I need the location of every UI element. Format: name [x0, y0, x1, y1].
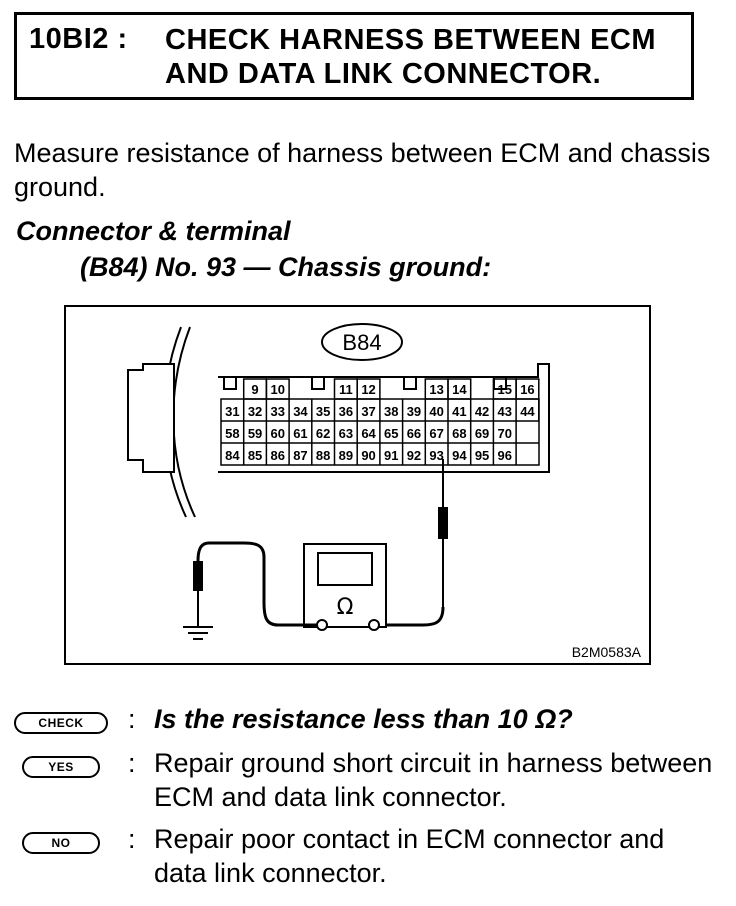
terminal-65: 65	[384, 426, 398, 441]
terminal-63: 63	[339, 426, 353, 441]
yes-answer: Repair ground short circuit in harness b…	[154, 748, 713, 812]
yes-badge: YES	[22, 756, 100, 778]
terminal-95: 95	[475, 448, 489, 463]
terminal-61: 61	[293, 426, 307, 441]
terminal-38: 38	[384, 404, 398, 419]
no-answer: Repair poor contact in ECM connector and…	[154, 824, 665, 888]
terminal-70: 70	[498, 426, 512, 441]
connector-heading: Connector & terminal	[16, 216, 291, 246]
terminal-36: 36	[339, 404, 353, 419]
terminal-42: 42	[475, 404, 489, 419]
step-title: CHECK HARNESS BETWEEN ECM AND DATA LINK …	[165, 23, 656, 91]
terminal-43: 43	[498, 404, 512, 419]
terminal-44: 44	[520, 404, 535, 419]
terminal-9: 9	[251, 382, 258, 397]
figure-id: B2M0583A	[572, 644, 642, 660]
terminal-64: 64	[361, 426, 376, 441]
terminal-41: 41	[452, 404, 466, 419]
terminal-86: 86	[271, 448, 285, 463]
terminal-34: 34	[293, 404, 308, 419]
terminal-16-box	[515, 378, 540, 400]
terminal-88: 88	[316, 448, 330, 463]
wiring-diagram-svg: 9 10 11 12 13 14 15 16 31 32 33 34 35 36 37 38 39 40 41 42 4…	[127, 323, 642, 660]
terminal-62: 62	[316, 426, 330, 441]
no-badge: NO	[22, 832, 100, 854]
terminal-68: 68	[452, 426, 466, 441]
step-code: 10BI2 :	[29, 23, 128, 55]
terminal-59: 59	[248, 426, 262, 441]
terminal-60: 60	[271, 426, 285, 441]
check-question: Is the resistance less than 10 Ω?	[154, 704, 573, 734]
terminal-11: 11	[339, 382, 353, 397]
terminal-16: 16	[520, 382, 534, 397]
terminal-40: 40	[429, 404, 443, 419]
terminal-58: 58	[225, 426, 239, 441]
terminal-10: 10	[271, 382, 285, 397]
wiring-diagram: 9 10 11 12 13 14 15 16 31 32 33 34 35 36 37 38 39 40 41 42 4…	[64, 305, 651, 665]
terminal-66: 66	[407, 426, 421, 441]
check-colon: :	[128, 704, 136, 734]
terminal-39: 39	[407, 404, 421, 419]
terminal-90: 90	[361, 448, 375, 463]
terminal-69: 69	[475, 426, 489, 441]
terminal-14-box	[447, 378, 472, 400]
terminal-31: 31	[225, 404, 239, 419]
yes-colon: :	[128, 748, 136, 778]
connector-spec: (B84) No. 93 — Chassis ground:	[80, 252, 492, 282]
terminal-37: 37	[361, 404, 375, 419]
terminal-85: 85	[248, 448, 262, 463]
no-colon: :	[128, 824, 136, 854]
terminal-96: 96	[498, 448, 512, 463]
terminal-13: 13	[429, 382, 443, 397]
ohm-symbol: Ω	[337, 595, 354, 620]
terminal-91: 91	[384, 448, 398, 463]
terminal-32: 32	[248, 404, 262, 419]
step-title-line-2: AND DATA LINK CONNECTOR.	[165, 58, 602, 90]
terminal-33: 33	[271, 404, 285, 419]
terminal-35: 35	[316, 404, 330, 419]
step-title-line-1: CHECK HARNESS BETWEEN ECM	[165, 24, 657, 56]
terminal-89: 89	[339, 448, 353, 463]
terminal-94: 94	[452, 448, 467, 463]
terminal-10-box	[265, 378, 290, 400]
terminal-14: 14	[452, 382, 467, 397]
check-badge: CHECK	[14, 712, 108, 734]
terminal-93: 93	[429, 448, 443, 463]
terminal-12-box	[356, 378, 381, 400]
terminal-84: 84	[225, 448, 240, 463]
terminal-12: 12	[361, 382, 375, 397]
terminal-67: 67	[429, 426, 443, 441]
terminal-87: 87	[293, 448, 307, 463]
terminal-92: 92	[407, 448, 421, 463]
connector-label: B84	[342, 330, 381, 355]
instruction-text: Measure resistance of harness between EC…	[14, 138, 711, 202]
step-title-box: 10BI2 : CHECK HARNESS BETWEEN ECM AND DA…	[14, 12, 694, 100]
terminal-15: 15	[498, 382, 512, 397]
